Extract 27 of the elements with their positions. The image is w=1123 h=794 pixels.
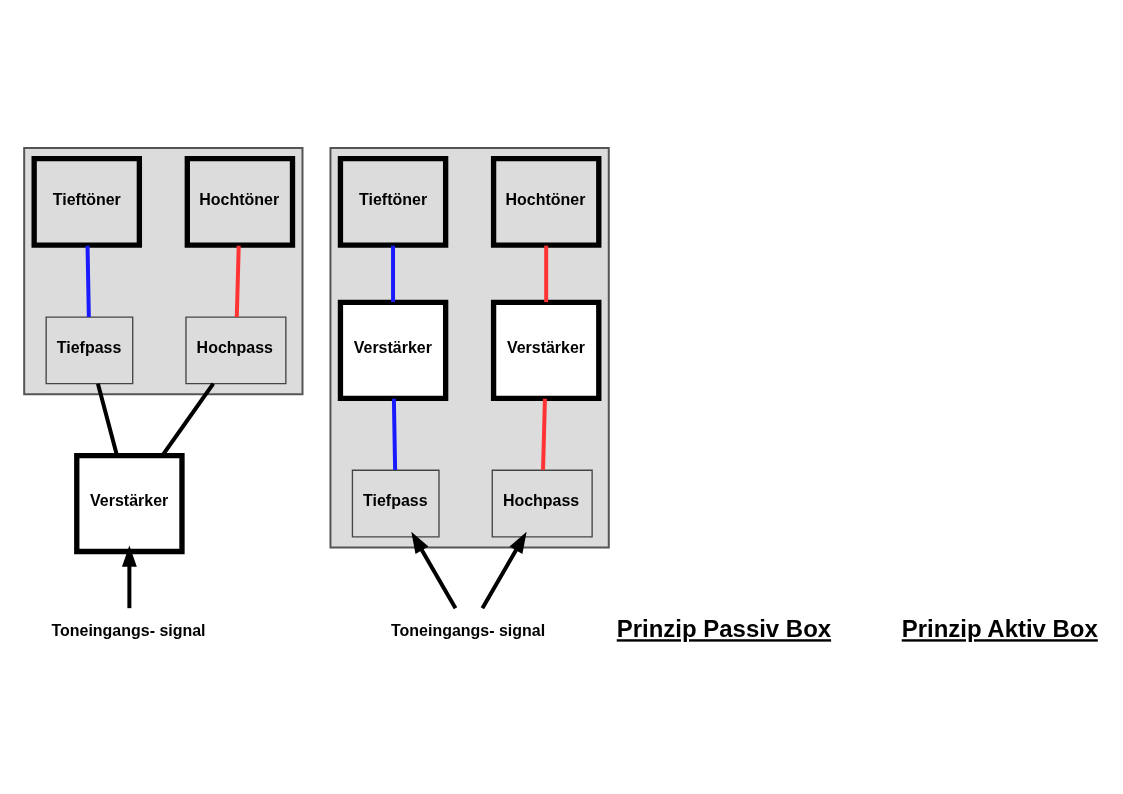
node-box: Hochtöner	[184, 155, 296, 248]
node-box: Tiefpass	[351, 469, 440, 538]
node-box: Hochtöner	[490, 155, 602, 248]
arrow	[480, 531, 527, 610]
connector	[96, 383, 119, 456]
node-box: Hochpass	[491, 469, 593, 538]
node-box: Hochpass	[185, 316, 287, 385]
node-box: Tieftöner	[337, 155, 449, 248]
connector	[541, 398, 547, 470]
arrow	[411, 531, 458, 610]
label: Prinzip Aktiv Box	[901, 615, 1098, 643]
connector	[85, 245, 91, 318]
label: Prinzip Passiv Box	[616, 615, 832, 643]
node-text: Toneingangs- signal	[51, 621, 206, 639]
node-box: Verstärker	[337, 299, 449, 401]
connector	[391, 245, 396, 303]
node-box: Tiefpass	[45, 316, 134, 385]
node-box: Tieftöner	[31, 155, 143, 248]
cluster	[329, 147, 610, 549]
connector	[391, 398, 398, 470]
connector	[234, 245, 241, 318]
connector	[544, 245, 549, 303]
arrow	[121, 545, 137, 609]
cluster	[23, 147, 304, 396]
node-box: Verstärker	[74, 452, 185, 555]
node-box: Verstärker	[490, 299, 602, 401]
node-text: Toneingangs- signal	[391, 621, 546, 639]
